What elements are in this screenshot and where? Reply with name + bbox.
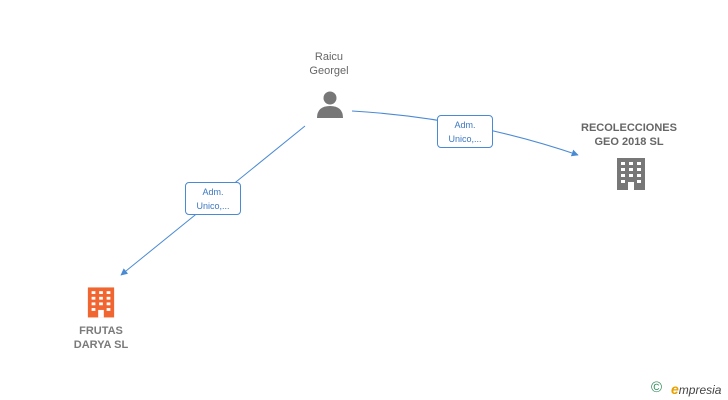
- building-icon[interactable]: [86, 285, 116, 318]
- relation-box-recolecciones[interactable]: Adm. Unico,...: [437, 115, 493, 148]
- brand-initial: e: [671, 381, 679, 397]
- person-name-line1: Raicu: [314, 51, 344, 63]
- person-name-label[interactable]: Raicu Georgel: [309, 50, 348, 78]
- company-recolecciones-label[interactable]: RECOLECCIONES GEO 2018 SL: [581, 121, 677, 149]
- person-icon[interactable]: [316, 90, 344, 118]
- company-recolecciones-line1: RECOLECCIONES: [581, 122, 677, 134]
- relation-role-line1: Adm.: [454, 120, 476, 130]
- company-frutas-label[interactable]: FRUTAS DARYA SL: [74, 324, 128, 352]
- building-icon[interactable]: [615, 156, 647, 190]
- brand-rest: mpresia: [678, 383, 722, 397]
- company-frutas-line2: DARYA SL: [73, 339, 129, 351]
- brand-logo[interactable]: empresia: [671, 381, 721, 398]
- relation-box-frutas[interactable]: Adm. Unico,...: [185, 182, 241, 215]
- relation-role-line1: Adm.: [202, 187, 224, 197]
- person-name-line2: Georgel: [309, 65, 349, 77]
- relation-role-line2: Unico,...: [448, 134, 482, 144]
- copyright-icon: ©: [651, 379, 663, 396]
- relation-role-line2: Unico,...: [196, 201, 230, 211]
- company-recolecciones-line2: GEO 2018 SL: [594, 136, 664, 148]
- company-frutas-line1: FRUTAS: [79, 325, 123, 337]
